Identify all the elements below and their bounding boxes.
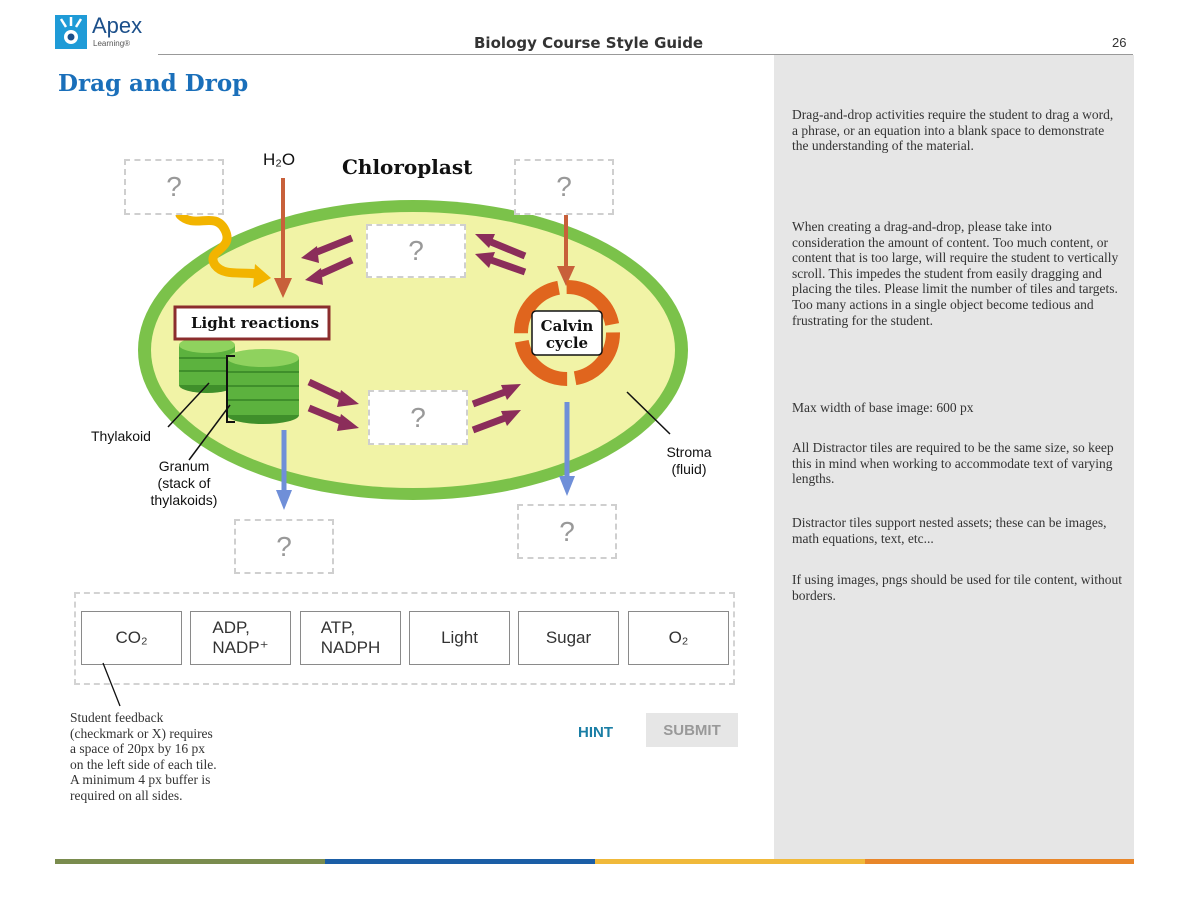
note-tile-size: All Distractor tiles are required to be … bbox=[792, 440, 1122, 487]
calvin-cycle-label: Calvin cycle bbox=[534, 318, 600, 352]
tile-o2[interactable]: O₂ bbox=[628, 611, 729, 665]
tile-light-label: Light bbox=[441, 628, 478, 648]
footer-bar-blue bbox=[325, 859, 595, 864]
tile-atp-line-2: NADPH bbox=[321, 638, 381, 658]
feedback-line-1: Student feedback bbox=[70, 710, 270, 726]
drop-target-top-center[interactable]: ? bbox=[366, 224, 466, 278]
h2o-label: H₂O bbox=[263, 150, 295, 170]
tile-adp-line-2: NADP⁺ bbox=[212, 638, 268, 658]
note-content-amount: When creating a drag-and-drop, please ta… bbox=[792, 219, 1122, 328]
granum-line-2: (stack of bbox=[158, 475, 211, 491]
submit-button[interactable]: SUBMIT bbox=[646, 713, 738, 747]
stroma-line-2: (fluid) bbox=[671, 461, 706, 477]
feedback-line-2: (checkmark or X) requires bbox=[70, 726, 270, 742]
granum-line-1: Granum bbox=[159, 458, 210, 474]
granum-label: Granum (stack of thylakoids) bbox=[134, 458, 234, 509]
stroma-label: Stroma (fluid) bbox=[656, 444, 722, 478]
tile-co2-label: CO₂ bbox=[115, 628, 147, 648]
light-reactions-label: Light reactions bbox=[181, 314, 329, 332]
tile-atp-line-1: ATP, bbox=[321, 618, 381, 638]
page-number: 26 bbox=[1112, 35, 1126, 50]
logo-subtext: Learning® bbox=[93, 39, 130, 48]
footer-bar-orange bbox=[865, 859, 1134, 864]
guidelines-panel: Drag-and-drop activities require the stu… bbox=[774, 55, 1134, 859]
feedback-line-4: on the left side of each tile. bbox=[70, 757, 270, 773]
feedback-line-3: a space of 20px by 16 px bbox=[70, 741, 270, 757]
footer-bar-yellow bbox=[595, 859, 865, 864]
drop-target-middle[interactable]: ? bbox=[368, 390, 468, 445]
tile-adp-line-1: ADP, bbox=[212, 618, 268, 638]
tile-co2[interactable]: CO₂ bbox=[81, 611, 182, 665]
stroma-line-1: Stroma bbox=[666, 444, 711, 460]
feedback-line-6: required on all sides. bbox=[70, 788, 270, 804]
note-images: If using images, pngs should be used for… bbox=[792, 572, 1122, 603]
section-title: Drag and Drop bbox=[58, 70, 248, 97]
feedback-pointer-line bbox=[100, 660, 130, 710]
tile-adp-nadp[interactable]: ADP, NADP⁺ bbox=[190, 611, 291, 665]
tile-sugar[interactable]: Sugar bbox=[518, 611, 619, 665]
logo-text: Apex bbox=[92, 13, 142, 39]
document-title: Biology Course Style Guide bbox=[474, 34, 703, 52]
drop-target-top-right[interactable]: ? bbox=[514, 159, 614, 215]
chloroplast-title: Chloroplast bbox=[342, 155, 472, 179]
thylakoid-label: Thylakoid bbox=[91, 428, 151, 444]
note-max-width: Max width of base image: 600 px bbox=[792, 400, 1122, 416]
tile-light[interactable]: Light bbox=[409, 611, 510, 665]
note-nested-assets: Distractor tiles support nested assets; … bbox=[792, 515, 1122, 546]
hint-button[interactable]: HINT bbox=[578, 724, 613, 741]
apex-logo-icon bbox=[55, 15, 87, 49]
drop-target-bottom-right[interactable]: ? bbox=[517, 504, 617, 559]
footer-bar-olive bbox=[55, 859, 325, 864]
tile-atp-nadph[interactable]: ATP, NADPH bbox=[300, 611, 401, 665]
drop-target-bottom-left[interactable]: ? bbox=[234, 519, 334, 574]
drop-target-top-left[interactable]: ? bbox=[124, 159, 224, 215]
feedback-line-5: A minimum 4 px buffer is bbox=[70, 772, 270, 788]
tile-o2-label: O₂ bbox=[669, 628, 689, 648]
note-intro: Drag-and-drop activities require the stu… bbox=[792, 107, 1122, 154]
calvin-line-2: cycle bbox=[546, 334, 588, 352]
tile-sugar-label: Sugar bbox=[546, 628, 591, 648]
granum-line-3: thylakoids) bbox=[151, 492, 218, 508]
calvin-line-1: Calvin bbox=[541, 317, 594, 335]
feedback-note: Student feedback (checkmark or X) requir… bbox=[70, 710, 270, 804]
